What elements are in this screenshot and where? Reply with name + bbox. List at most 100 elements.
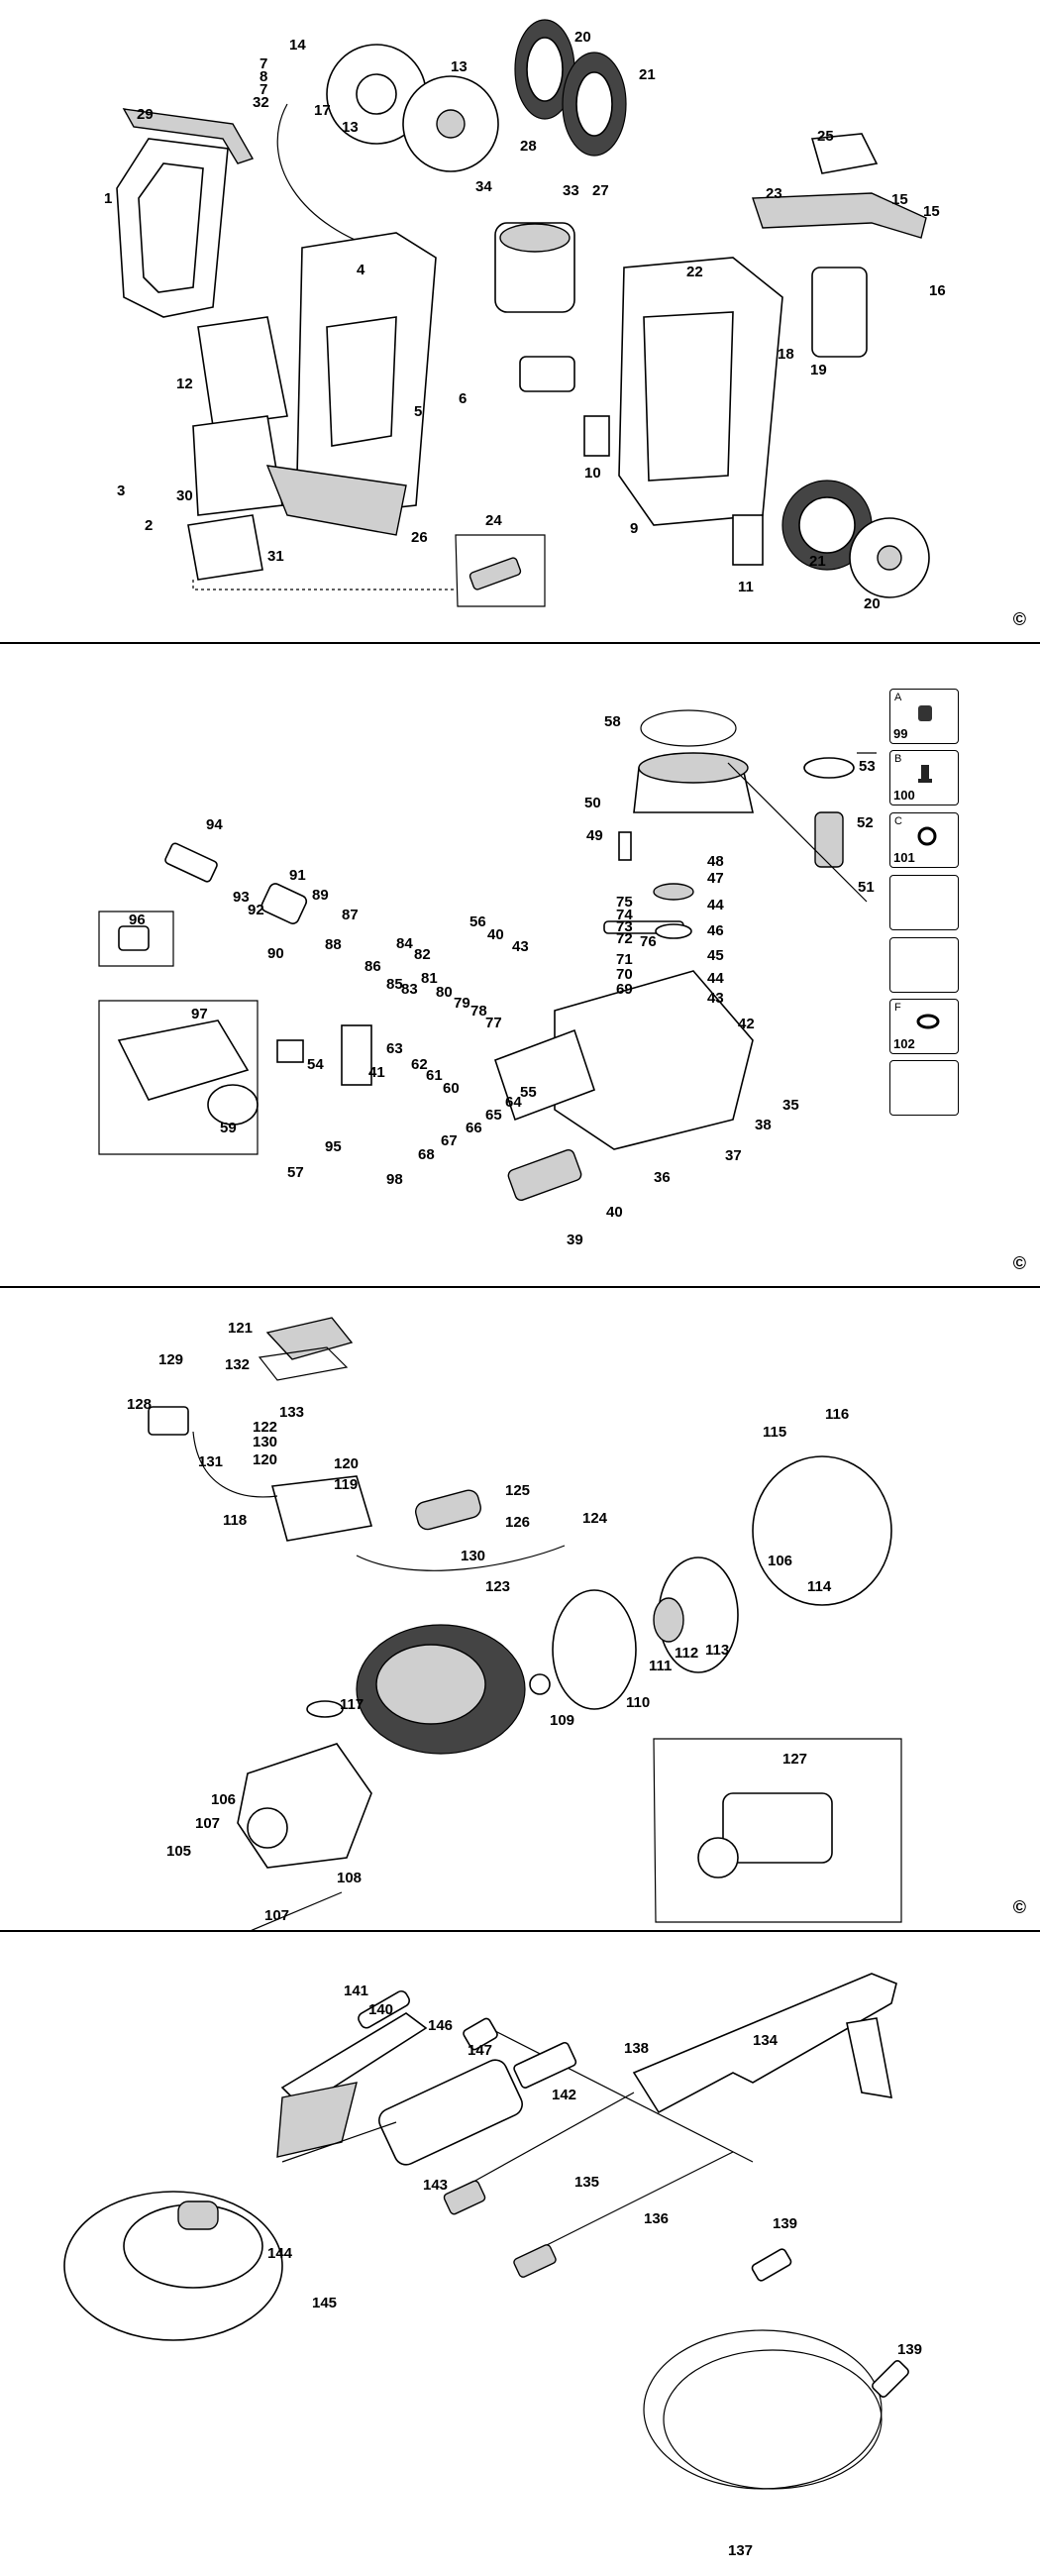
callout-111: 111: [649, 1658, 672, 1674]
callout-43: 43: [707, 990, 724, 1007]
callout-118: 118: [223, 1512, 247, 1529]
callout-109: 109: [550, 1712, 574, 1729]
callout-69: 69: [616, 981, 633, 998]
callout-44b: 44: [707, 970, 724, 987]
callout-96: 96: [129, 912, 146, 928]
callout-134: 134: [753, 2032, 779, 2049]
callout-144: 144: [267, 2245, 293, 2262]
callout-75: 75: [616, 894, 633, 911]
callout-125: 125: [505, 1482, 530, 1499]
callout-98: 98: [386, 1171, 403, 1188]
callout-46: 46: [707, 922, 724, 939]
callout-66: 66: [466, 1120, 482, 1136]
callout-15b: 15: [923, 203, 940, 220]
callout-21b: 21: [809, 553, 826, 570]
callout-124: 124: [582, 1510, 608, 1527]
callout-44: 44: [707, 897, 724, 913]
callout-3: 3: [117, 483, 125, 499]
seal-kit-icon: [916, 701, 934, 728]
callout-70: 70: [616, 966, 633, 983]
callout-84: 84: [396, 935, 413, 952]
legend-letter-f: F: [894, 1002, 901, 1014]
callout-42: 42: [738, 1016, 755, 1032]
callout-120b: 120: [334, 1455, 359, 1472]
callout-4: 4: [357, 262, 365, 278]
callout-18: 18: [778, 346, 794, 363]
callout-53: 53: [859, 758, 876, 775]
callout-24: 24: [485, 512, 502, 529]
callout-16: 16: [929, 282, 946, 299]
callout-73: 73: [616, 918, 633, 935]
callout-2: 2: [145, 517, 153, 534]
callout-76: 76: [640, 933, 657, 950]
o-ring-kit-icon: [916, 825, 938, 852]
callout-72: 72: [616, 930, 633, 947]
callout-23: 23: [766, 185, 782, 202]
callout-67: 67: [441, 1132, 458, 1149]
callout-121: 121: [228, 1320, 253, 1337]
callout-142: 142: [552, 2087, 576, 2103]
callout-63: 63: [386, 1040, 403, 1057]
callout-10: 10: [584, 465, 601, 482]
legend-number-99: 99: [893, 726, 908, 741]
callout-14: 14: [289, 37, 306, 54]
legend-number-102: 102: [893, 1036, 915, 1051]
callout-81: 81: [421, 970, 438, 987]
callout-35: 35: [782, 1097, 799, 1114]
callout-9: 9: [630, 520, 638, 537]
callout-62: 62: [411, 1056, 428, 1073]
callout-97: 97: [191, 1006, 208, 1022]
callout-130b: 130: [461, 1548, 485, 1564]
callout-91: 91: [289, 867, 306, 884]
callout-1: 1: [104, 190, 112, 207]
callout-139: 139: [773, 2215, 797, 2232]
callout-141: 141: [344, 1983, 368, 1999]
callout-89: 89: [312, 887, 329, 904]
callout-50: 50: [584, 795, 601, 811]
callout-64: 64: [505, 1094, 522, 1111]
callout-52: 52: [857, 814, 874, 831]
callout-94: 94: [206, 816, 223, 833]
callout-39: 39: [567, 1232, 583, 1248]
callout-54: 54: [307, 1056, 324, 1073]
copyright-mark: ©: [1012, 609, 1026, 629]
callout-95: 95: [325, 1138, 342, 1155]
callout-31: 31: [267, 548, 284, 565]
callout-20b: 20: [864, 595, 881, 612]
callout-27: 27: [592, 182, 609, 199]
callout-68: 68: [418, 1146, 435, 1163]
callout-32: 32: [253, 94, 269, 111]
callout-116: 116: [825, 1406, 849, 1423]
callout-55: 55: [520, 1084, 537, 1101]
callout-59: 59: [220, 1120, 237, 1136]
callout-28: 28: [520, 138, 537, 155]
callout-8: 8: [260, 68, 267, 85]
legend-box-d: [889, 875, 959, 930]
callout-15: 15: [891, 191, 908, 208]
callout-87: 87: [342, 907, 359, 923]
callout-77: 77: [485, 1015, 502, 1031]
callout-78: 78: [470, 1003, 487, 1020]
panel-motor: 121 132 129 128 133 122 130 120 120 119 …: [0, 1288, 1040, 1932]
callout-51: 51: [858, 879, 875, 896]
callout-83: 83: [401, 981, 418, 998]
pump-head-exploded-view: 58 53 50 52 49 48 47 44 46 45 44 43 42 5…: [98, 709, 877, 1248]
callout-110: 110: [626, 1694, 650, 1711]
callout-85: 85: [386, 976, 403, 993]
callout-137: 137: [728, 2542, 753, 2559]
panel-accessories: 141 140 146 147 142 138 134 143 135 136 …: [0, 1932, 1040, 2572]
callout-25: 25: [817, 128, 834, 145]
legend-number-100: 100: [893, 788, 915, 803]
callout-117: 117: [340, 1696, 364, 1713]
callout-139b: 139: [897, 2341, 922, 2358]
accessories-exploded-view: 141 140 146 147 142 138 134 143 135 136 …: [63, 1973, 922, 2559]
callout-108: 108: [337, 1870, 362, 1886]
callout-82: 82: [414, 946, 431, 963]
copyright-mark: ©: [1012, 1253, 1026, 1273]
callout-74: 74: [616, 907, 633, 923]
callout-114: 114: [807, 1578, 832, 1595]
callout-30: 30: [176, 487, 193, 504]
callout-88: 88: [325, 936, 342, 953]
legend-number-101: 101: [893, 850, 915, 865]
callout-136: 136: [644, 2210, 669, 2227]
